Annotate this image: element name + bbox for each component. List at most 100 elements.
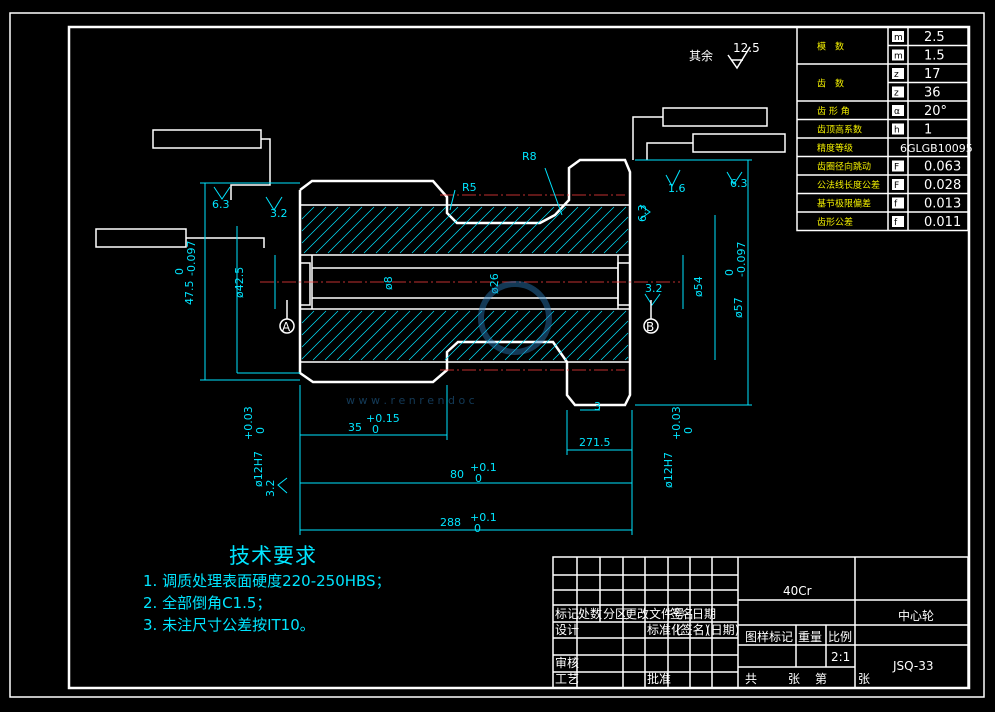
title-block-design: 设计: [555, 623, 579, 637]
hatch-line: [588, 320, 629, 361]
param-value-7: 0.063: [924, 160, 961, 175]
hatch-line: [423, 206, 471, 254]
hatch-line: [612, 344, 629, 361]
title-block-material: 40Cr: [783, 584, 812, 598]
hatch-line: [384, 310, 435, 361]
hatch-line: [603, 228, 629, 254]
hatch-line: [301, 206, 339, 244]
hatch-line: [339, 206, 387, 254]
param-value-8: 0.028: [924, 178, 961, 193]
hatch-line: [552, 310, 603, 361]
param-symbol-10: f: [894, 218, 898, 228]
param-symbol-icon: [892, 68, 904, 79]
hatch-line: [543, 206, 591, 254]
title-block-hdr-1: 处数: [578, 606, 602, 621]
title-block-hdr-0: 标记: [555, 607, 579, 621]
hatch-line: [408, 310, 459, 361]
svg-text:A: A: [282, 320, 291, 334]
svg-text:6.3: 6.3: [730, 177, 748, 190]
hatch-line: [411, 206, 459, 254]
hatch-line: [591, 216, 629, 254]
dim-27-5: 271.5: [579, 436, 611, 449]
hatch-line: [351, 206, 399, 254]
title-block-weight: 重量: [798, 630, 822, 644]
notes-title: 技术要求: [229, 544, 317, 568]
dim-d42-5: ø42.5: [233, 267, 246, 298]
center-lines: [260, 194, 680, 371]
svg-text:12.5: 12.5: [733, 41, 760, 55]
hatch-line: [468, 310, 519, 361]
hatch-line: [579, 206, 627, 254]
note-2: 2. 全部倒角C1.5；: [143, 594, 272, 612]
hatch-line: [567, 206, 615, 254]
hatch-line: [363, 206, 411, 254]
hatch-line: [387, 206, 435, 254]
roughness-note-symbol: 12.5: [727, 41, 760, 70]
hatch-line: [600, 332, 629, 361]
svg-text:3.2: 3.2: [645, 282, 663, 295]
hatch-line: [360, 310, 411, 361]
hatch-line: [615, 240, 629, 254]
dim-47-5-tol-lower: -0.097: [185, 241, 198, 276]
param-label-10: 齿形公差: [817, 216, 853, 228]
svg-text:1.6: 1.6: [668, 182, 686, 195]
datum-b: B: [643, 300, 659, 334]
svg-text:6.3: 6.3: [636, 205, 649, 223]
hatch-line: [507, 206, 555, 254]
hatch-line: [492, 310, 543, 361]
hatch-line: [483, 206, 531, 254]
roughness-symbols: 6.3 3.2 1.6 6.3 6.3 3.2 3.2: [212, 169, 748, 497]
dim-r8: R8: [522, 150, 537, 163]
param-symbol-icon: [892, 216, 904, 227]
title-block-hdr-5: 日期: [692, 607, 716, 621]
hatch-line: [312, 310, 363, 361]
hatch-line: [348, 310, 399, 361]
param-symbol-5: h: [894, 126, 900, 136]
dim-d12-right: ø12H7: [662, 452, 675, 488]
param-symbol-icon: [892, 197, 904, 209]
param-label-0: 模 数: [817, 40, 844, 52]
hatch-line: [420, 310, 471, 361]
dim-d57-tol-upper: 0: [723, 269, 736, 276]
param-value-3: 36: [924, 86, 941, 101]
dim-d57: ø57: [732, 297, 745, 318]
dim-d26: ø26: [488, 273, 501, 294]
dim-35: 35: [348, 421, 362, 434]
dim-d12-left: ø12H7: [252, 451, 265, 487]
hatch-line: [576, 310, 627, 361]
hatch-line: [540, 310, 591, 361]
title-block-date: (日期): [706, 623, 739, 637]
hatch-line: [301, 206, 315, 220]
dim-d12-right-tol-upper: +0.03: [670, 406, 683, 440]
dim-47-5: 47.5: [183, 281, 196, 306]
title-block: 40Cr 中心轮 JSQ-33 2:1 图样标记 重量 比例 共 张 第 张 标…: [552, 556, 969, 689]
param-value-9: 0.013: [924, 197, 961, 212]
param-value-2: 17: [924, 67, 941, 82]
title-block-drawing-no: JSQ-33: [892, 659, 934, 673]
hatch-line: [519, 206, 567, 254]
hatch-line: [447, 206, 495, 254]
hatch-line: [435, 206, 483, 254]
hatch-line: [327, 206, 375, 254]
title-block-part-name: 中心轮: [898, 608, 934, 623]
hatch-line: [336, 310, 387, 361]
param-value-10: 0.011: [924, 215, 961, 230]
param-symbol-icon: [892, 160, 904, 172]
dim-35-tol-upper: +0.15: [366, 412, 400, 425]
dim-d12-left-tol-upper: +0.03: [242, 406, 255, 440]
dim-288-tol-lower: 0: [474, 522, 481, 535]
hatch-line: [399, 206, 447, 254]
hatch-line: [301, 310, 327, 336]
title-block-no: 第: [815, 672, 827, 686]
param-symbol-0: m: [894, 33, 903, 43]
dim-d54: ø54: [692, 276, 705, 297]
title-block-total: 共: [745, 672, 757, 686]
dim-d57-tol-lower: -0.097: [735, 242, 748, 277]
hatch-line: [301, 310, 351, 360]
datum-a: A: [279, 300, 295, 334]
hatch-line: [480, 310, 531, 361]
part-outline: [298, 158, 632, 407]
title-block-scale: 2:1: [831, 650, 850, 664]
hatch-line: [315, 206, 363, 254]
